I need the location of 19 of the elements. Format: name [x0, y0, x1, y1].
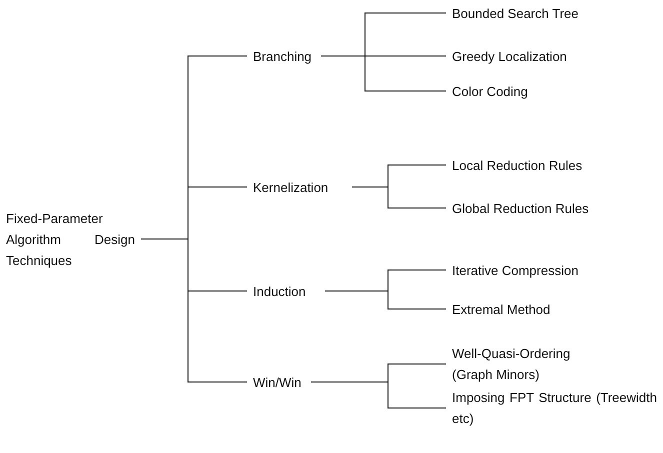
connector-line: [310, 382, 446, 408]
node-label: Branching: [253, 48, 313, 66]
node-label: Well-Quasi-Ordering (Graph Minors): [452, 345, 572, 384]
node-label: Bounded Search Tree: [452, 4, 580, 22]
node-label: Color Coding: [452, 82, 529, 101]
node-label: Kernelization: [253, 178, 330, 196]
connector-line: [140, 238, 248, 382]
connector-line: [320, 56, 446, 92]
connector-line: [324, 290, 446, 310]
node-label: Fixed-Parameter Algorithm Design Techniques: [6, 210, 135, 270]
node-label: Greedy Localization: [452, 48, 568, 66]
node-label: Iterative Compression: [452, 262, 580, 280]
node-label: Win/Win: [253, 374, 302, 392]
node-label: Induction: [253, 282, 307, 300]
node-label: Global Reduction Rules: [452, 200, 590, 218]
node-label: Extremal Method: [452, 300, 552, 318]
connector-line: [352, 186, 446, 208]
node-label: Imposing FPT Structure (Treewidth etc): [452, 389, 657, 428]
node-label: Local Reduction Rules: [452, 156, 584, 174]
